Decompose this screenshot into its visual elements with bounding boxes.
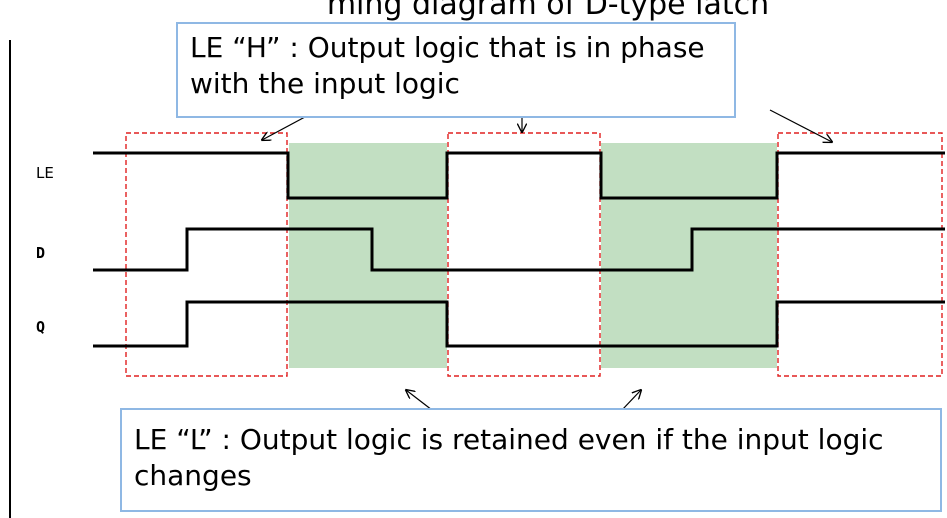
- d-waveform: [93, 227, 945, 272]
- signal-label-d: D: [36, 244, 45, 262]
- transparent-window-1: [125, 132, 288, 377]
- signal-label-q: Q: [36, 318, 45, 336]
- arrow-to-window-3: [769, 109, 832, 142]
- le-waveform: [93, 151, 945, 200]
- signal-label-le: LE: [36, 164, 54, 182]
- transparent-window-3: [777, 132, 943, 377]
- q-waveform: [93, 300, 945, 348]
- transparent-window-2: [447, 132, 601, 377]
- le-high-callout: LE “H” : Output logic that is in phase w…: [176, 22, 736, 118]
- le-low-callout: LE “L” : Output logic is retained even i…: [120, 408, 942, 512]
- hold-period-2: [601, 143, 777, 368]
- hold-period-1: [289, 143, 447, 368]
- arrow-to-hold-1: [406, 390, 433, 411]
- arrow-to-hold-2: [621, 390, 641, 411]
- diagram-title: ming diagram of D-type latch: [327, 0, 769, 22]
